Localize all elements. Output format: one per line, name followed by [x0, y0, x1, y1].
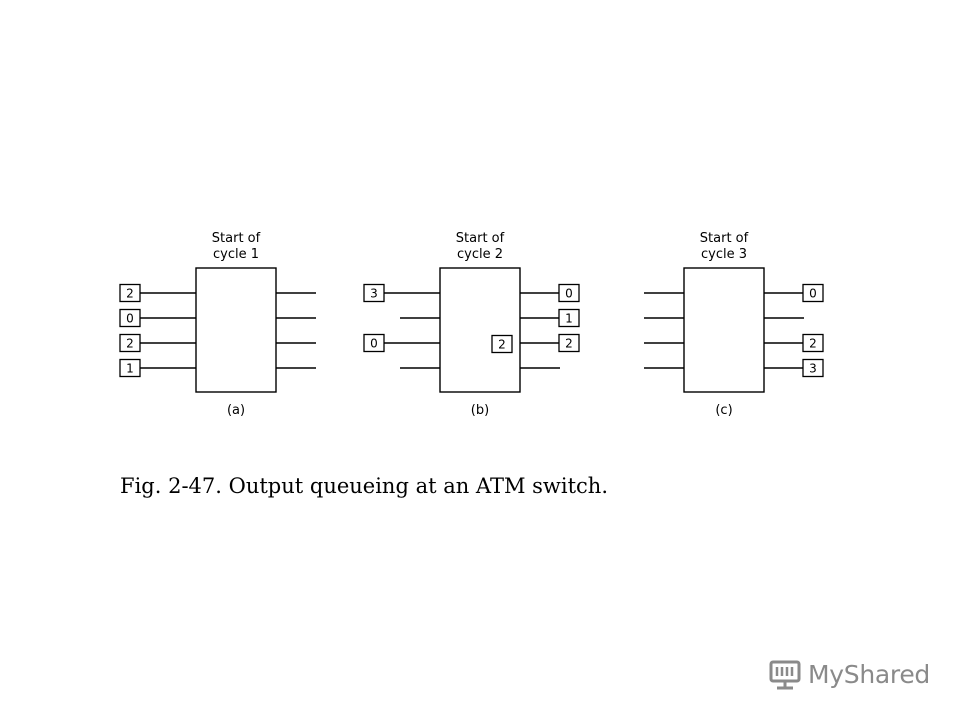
panel-a-input-cell-value: 1 [126, 362, 134, 376]
panel-b-queued-cell-value: 2 [498, 338, 506, 352]
panel-b-label: (b) [471, 403, 489, 418]
panel-c-output-cell-value: 3 [809, 362, 817, 376]
panel-c-output-cell-value: 0 [809, 287, 817, 301]
panel-a-title-line1: Start of [212, 231, 261, 246]
panel-a-input-cell-value: 0 [126, 312, 134, 326]
panel-b-switch-box [439, 267, 521, 393]
presentation-board-icon [769, 660, 801, 690]
panel-a-input-cell-value: 2 [126, 337, 134, 351]
panel-c-title-line1: Start of [700, 231, 749, 246]
panel-c-label: (c) [715, 403, 732, 418]
panel-a-input-cell-value: 2 [126, 287, 134, 301]
panel-c-title-line2: cycle 3 [701, 247, 747, 262]
panel-b-queued-cell-box [491, 334, 513, 354]
panel-a-input-cell-box [119, 308, 141, 328]
panel-a-input-cell-box [119, 358, 141, 378]
panel-b-input-cell-box [363, 333, 385, 353]
panel-b-title-line1: Start of [456, 231, 505, 246]
panel-b-output-cell-value: 1 [565, 312, 573, 326]
panel-c-output-cell-value: 2 [809, 337, 817, 351]
panel-a-title-line2: cycle 1 [213, 247, 259, 262]
figure-caption: Fig. 2-47. Output queueing at an ATM swi… [120, 474, 609, 498]
panel-a-switch-box [195, 267, 277, 393]
panel-b-output-cell-box [558, 283, 580, 303]
panel-b-input-cell-value: 3 [370, 287, 378, 301]
panel-b-output-cell-box [558, 308, 580, 328]
watermark: MyShared [768, 654, 930, 694]
panel-a-input-cell-box [119, 283, 141, 303]
panel-b-output-cell-box [558, 333, 580, 353]
panel-c-output-cell-box [802, 333, 824, 353]
watermark-text: MyShared [808, 659, 930, 689]
panel-c-switch-box [683, 267, 765, 393]
panel-b-output-cell-value: 0 [565, 287, 573, 301]
panel-b-title-line2: cycle 2 [457, 247, 503, 262]
panel-c-output-cell-box [802, 358, 824, 378]
panel-a-label: (a) [227, 403, 245, 418]
panel-a-input-cell-box [119, 333, 141, 353]
panel-b-input-cell-value: 0 [370, 337, 378, 351]
panel-c-output-cell-box [802, 283, 824, 303]
panel-b-input-cell-box [363, 283, 385, 303]
panel-b-output-cell-value: 2 [565, 337, 573, 351]
